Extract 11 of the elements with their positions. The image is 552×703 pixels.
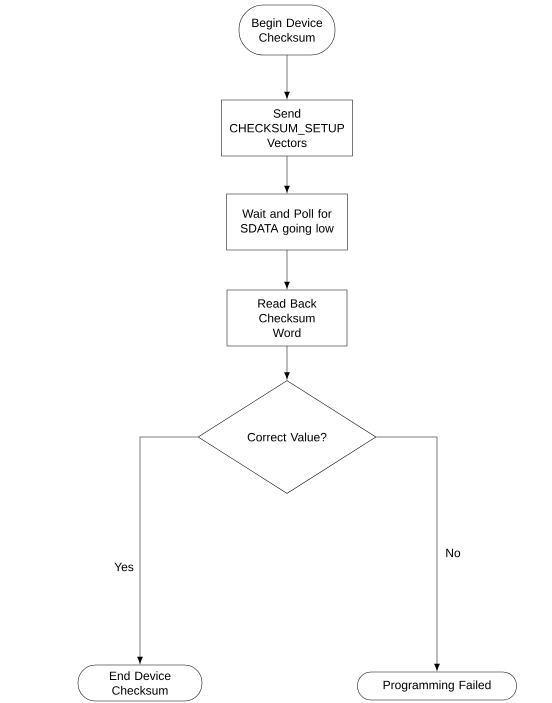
process-box: Wait and Poll for SDATA going low	[226, 194, 348, 250]
edge-label: Yes	[112, 561, 136, 573]
arrow	[284, 346, 290, 380]
edge-label: No	[444, 547, 462, 559]
arrow	[284, 55, 290, 99]
arrow	[284, 250, 290, 289]
arrow	[137, 436, 198, 664]
process-box: Read Back Checksum Word	[226, 290, 348, 346]
process-box: Send CHECKSUM_SETUP Vectors	[221, 100, 353, 156]
arrow	[376, 436, 440, 671]
arrow	[284, 156, 290, 193]
